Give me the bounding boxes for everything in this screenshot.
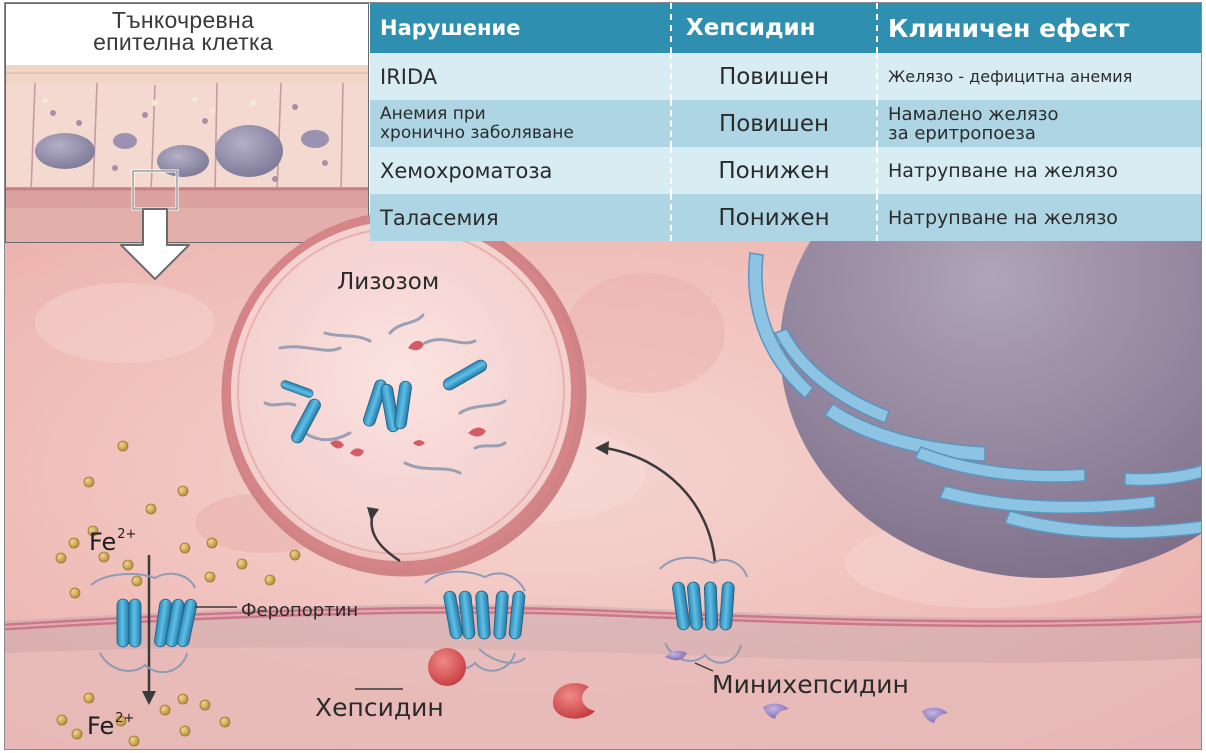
header-hepcidin: Хепсидин [671,3,877,53]
effect-cell: Натрупване на желязо [877,147,1202,194]
effect-cell: Желязо - дефицитна анемия [877,53,1202,100]
effect-cell: Намалено желязо за еритропоеза [877,100,1202,147]
table-row: Таласемия Понижен Натрупване на желязо [370,194,1202,241]
hepcidin-label: Хепсидин [315,693,444,722]
hepcidin [428,648,466,686]
disorder-cell: IRIDA [370,53,671,100]
table-row: Анемия при хронично заболяване Повишен Н… [370,100,1202,147]
minihepcidin-label: Минихепсидин [712,670,909,699]
inset-title-line1: Тънкочревна [13,9,353,31]
effect-line1: Намалено желязо [888,105,1202,124]
hepcidin-cell: Понижен [671,147,877,194]
effect-line2: за еритропоеза [888,124,1202,143]
disorders-table: Нарушение Хепсидин Клиничен ефект IRIDA … [370,3,1202,241]
iron-charge: 2+ [115,711,134,726]
inset-title-line2: епителна клетка [13,31,353,53]
hepcidin-cell: Понижен [671,194,877,241]
disorder-line1: Анемия при [380,105,670,124]
inset-title: Тънкочревна епителна клетка [13,9,353,53]
disorder-cell: Анемия при хронично заболяване [370,100,671,147]
hepcidin-cell: Повишен [671,53,877,100]
hepcidin-cell: Повишен [671,100,877,147]
ferroportin-label: Феропортин [241,600,358,621]
table-header-row: Нарушение Хепсидин Клиничен ефект [370,3,1202,53]
iron-label-intracellular: Fe2+ [89,527,136,556]
disorder-cell: Таласемия [370,194,671,241]
disorder-line2: хронично заболяване [380,124,670,143]
table-row: Хемохроматоза Понижен Натрупване на желя… [370,147,1202,194]
disorder-cell: Хемохроматоза [370,147,671,194]
effect-cell: Натрупване на желязо [877,194,1202,241]
lysosome-label: Лизозом [337,269,439,295]
header-disorder: Нарушение [370,3,671,53]
header-clinical-effect: Клиничен ефект [877,3,1202,53]
table-row: IRIDA Повишен Желязо - дефицитна анемия [370,53,1202,100]
iron-symbol: Fe [87,712,114,740]
iron-symbol: Fe [89,528,116,556]
iron-label-extracellular: Fe2+ [87,711,134,740]
iron-charge: 2+ [117,527,136,542]
figure-frame: Тънкочревна епителна клетка Нарушение Хе… [4,2,1202,750]
